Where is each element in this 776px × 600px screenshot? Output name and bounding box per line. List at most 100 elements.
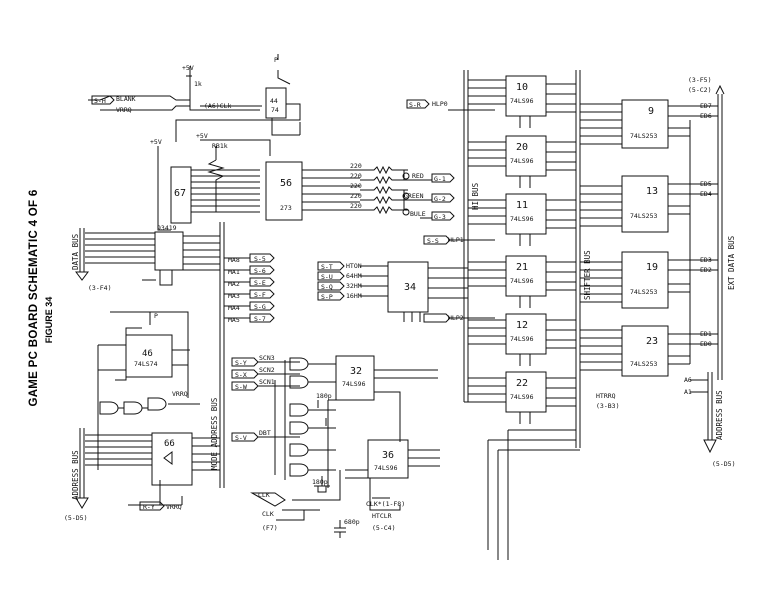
conn-s-g: S-G [254, 303, 266, 311]
vcc-label-2: +5V [150, 138, 162, 146]
16hm-label: 16HM [346, 292, 362, 300]
dbt-label: DBT [259, 429, 271, 437]
chip-32-part: 74LS96 [342, 380, 366, 388]
a1-label: A1 [684, 388, 692, 396]
data-bus-left [75, 228, 89, 281]
chip-19-label: 19 [646, 262, 658, 273]
chip-34-label: 34 [404, 282, 416, 293]
vcc-label-3: +5V [196, 132, 208, 140]
vrrq-label-2: VRRQ [166, 503, 182, 511]
chip-32-label: 32 [350, 366, 362, 377]
chip-44-body [265, 87, 287, 119]
32hm-label: 32HM [346, 282, 362, 290]
scn2-label: SCN2 [259, 366, 275, 374]
resistor-5: 220 [350, 202, 362, 210]
ed4-label: ED4 [700, 190, 712, 198]
conn-s-e: S-E [254, 279, 266, 287]
conn-s-t: S-T [321, 263, 333, 271]
red-label: RED [412, 172, 424, 180]
64hm-label: 64HM [346, 272, 362, 280]
f7-ref: (F7) [262, 524, 278, 532]
p-label-2: P [154, 312, 158, 320]
conn-s-7: S-7 [254, 315, 266, 323]
ed6-label: ED6 [700, 112, 712, 120]
r1k-label: 1k [194, 80, 202, 88]
hton-label: HTON [346, 262, 362, 270]
chip-10-body [505, 75, 547, 117]
hlp1-label: HLP1 [448, 236, 464, 244]
chip-11-label: 11 [516, 200, 528, 211]
chip-13-body [621, 175, 669, 233]
hlp2-label: HLP2 [448, 314, 464, 322]
chip-10-label: 10 [516, 82, 528, 93]
conn-g-2: G-2 [434, 195, 446, 203]
address-bus-right [690, 372, 717, 454]
d5-ref-right: (5-D5) [712, 460, 735, 468]
chip-93419-body [154, 231, 184, 271]
cap-3: 680p [344, 518, 360, 526]
ma-label-4: MA4 [228, 304, 240, 312]
vrrq-label-3: VRRQ [172, 390, 188, 398]
clk-a6-label: (A6)CLk [204, 102, 231, 110]
cap-1: 180p [316, 392, 332, 400]
ext-data-bus [715, 84, 725, 380]
chip-22-part: 74LS96 [510, 393, 534, 401]
conn-s-w: S-W [235, 383, 247, 391]
chip-20-part: 74LS96 [510, 157, 534, 165]
c2-ref: (5-C2) [688, 86, 711, 94]
ma-label-8: MA8 [228, 256, 240, 264]
c4-ref: (5-C4) [372, 524, 395, 532]
chip-23-part: 74LS253 [630, 360, 657, 368]
rb-label: RB1k [212, 142, 228, 150]
chip-12-body [505, 313, 547, 355]
chip-11-body [505, 193, 547, 235]
ed5-label: ED5 [700, 180, 712, 188]
chip-66-label: 66 [164, 439, 175, 449]
ma-label-5: MA5 [228, 316, 240, 324]
chip-9-part: 74LS253 [630, 132, 657, 140]
clk-f8-label: CLK*(1-F8) [366, 500, 405, 508]
blank-label: BLANK [116, 95, 136, 103]
chip-20-body [505, 135, 547, 177]
resistor-4: 220 [350, 192, 362, 200]
vrrq-label: VRRQ [116, 106, 132, 114]
chip-46-part: 74LS74 [134, 360, 158, 368]
clk-label: CLK [258, 491, 270, 499]
conn-g-1: G-1 [434, 175, 446, 183]
conn-s-v: S-V [235, 434, 247, 442]
chip-9-label: 9 [648, 106, 654, 117]
resistor-3: 220 [350, 182, 362, 190]
address-bus-right-label: ADDRESS BUS [715, 390, 724, 440]
chip-56-part: 273 [280, 204, 292, 212]
ed1-label: ED1 [700, 330, 712, 338]
mode-address-bus-label: MODE ADDRESS BUS [210, 397, 219, 470]
scn3-label: SCN3 [259, 354, 275, 362]
hi-bus-label: HI BUS [471, 182, 480, 210]
conn-s-5: S-5 [254, 255, 266, 263]
scn1-label: SCN1 [259, 378, 275, 386]
conn-s-y: S-Y [235, 359, 247, 367]
htrrq-label: HTRRQ [596, 392, 616, 400]
conn-s-h: S-H [94, 97, 106, 105]
data-bus-label: DATA BUS [71, 233, 80, 270]
chip-13-label: 13 [646, 186, 658, 197]
chip-19-part: 74LS253 [630, 288, 657, 296]
conn-s-s: S-S [427, 237, 439, 245]
chip-21-label: 21 [516, 262, 528, 273]
mode-address-bus [219, 222, 225, 488]
htclr-label: HTCLR [372, 512, 392, 520]
conn-r-y: R-Y [143, 503, 155, 511]
chip-34-body [387, 261, 429, 313]
chip-12-part: 74LS96 [510, 335, 534, 343]
conn-s-r: S-R [409, 101, 421, 109]
p-label-1: P [274, 56, 278, 64]
chip-44-label: 44 [270, 97, 278, 105]
b3-ref: (3-B3) [596, 402, 619, 410]
chip-10-part: 74LS96 [510, 97, 534, 105]
conn-s-x: S-X [235, 371, 247, 379]
chip-22-label: 22 [516, 378, 528, 389]
ma-label-2: MA2 [228, 280, 240, 288]
chip-19-body [621, 251, 669, 309]
